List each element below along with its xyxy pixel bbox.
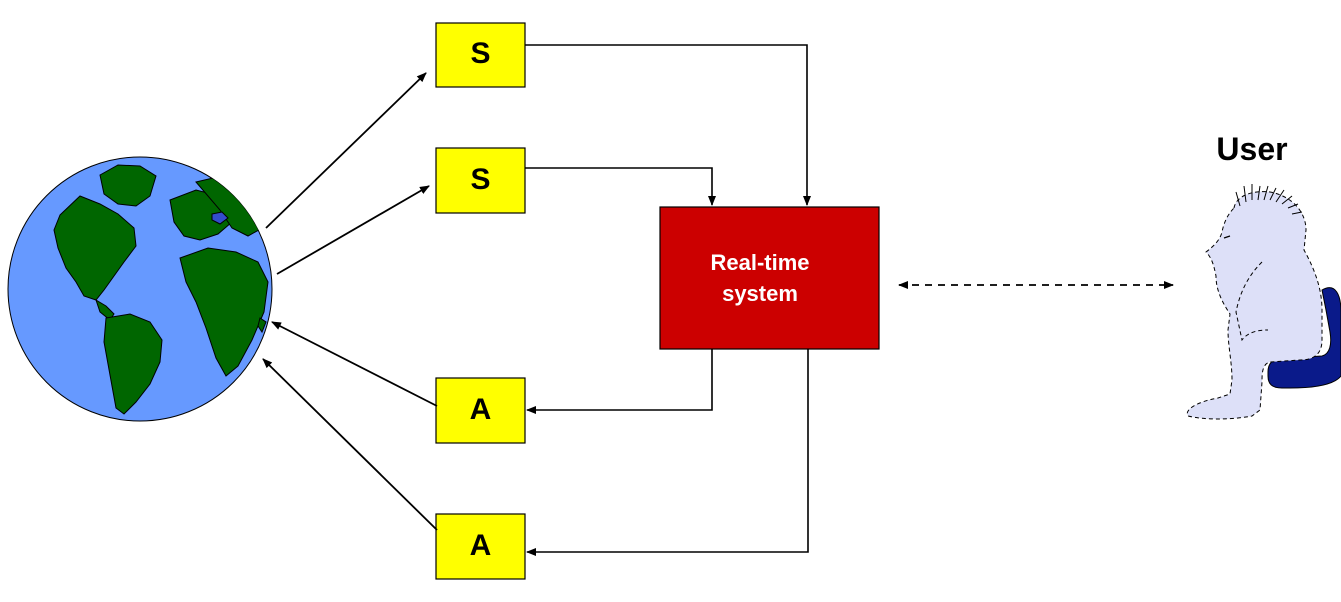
sensor-1-to-system-arrow (525, 44, 811, 206)
user-label: User (1216, 131, 1287, 167)
sensor-box-1 (435, 22, 526, 88)
actuator-box-2-label: A (470, 529, 492, 562)
system-to-actuator-2-arrow (526, 349, 809, 556)
sensor-box-2 (435, 147, 526, 214)
globe-to-sensor-1-arrow (265, 72, 427, 229)
globe-to-sensor-2-arrow (276, 185, 430, 275)
real-time-system-box (659, 206, 880, 350)
actuator-box-2 (435, 513, 526, 580)
actuator-2-to-globe-arrow (262, 358, 438, 531)
real-time-system-label-line2: system (722, 281, 798, 306)
actuator-box-1 (435, 377, 526, 444)
globe-icon (7, 156, 273, 422)
actuator-box-1-label: A (470, 393, 492, 426)
seated-person-icon (1186, 184, 1341, 420)
sensor-2-to-system-arrow (525, 167, 716, 206)
real-time-system-label-line1: Real-time (710, 250, 809, 275)
system-to-actuator-1-arrow (526, 349, 713, 414)
sensor-box-2-label: S (470, 163, 490, 196)
actuator-1-to-globe-arrow (271, 321, 438, 407)
sensor-box-1-label: S (470, 37, 490, 70)
